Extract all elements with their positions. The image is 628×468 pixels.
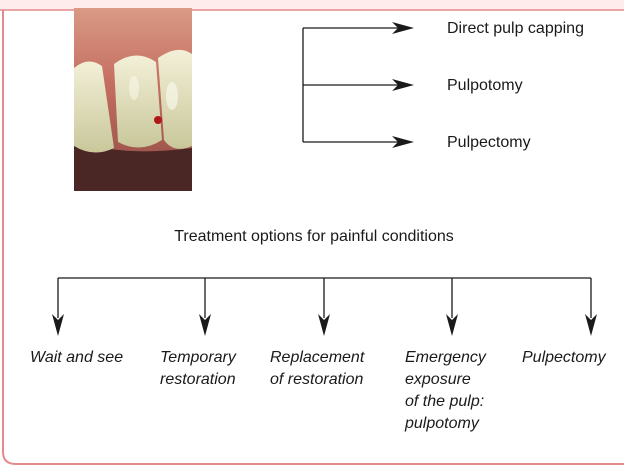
option-text: exposure	[405, 369, 486, 391]
option-text: pulpotomy	[405, 413, 486, 435]
option-emergency-exposure: Emergency exposure of the pulp: pulpotom…	[405, 347, 486, 435]
option-text: of restoration	[270, 369, 364, 391]
option-text: Temporary	[160, 347, 236, 369]
option-text: of the pulp:	[405, 391, 486, 413]
option-text: Wait and see	[30, 347, 123, 369]
option-text: Pulpectomy	[522, 347, 606, 369]
option-wait-and-see: Wait and see	[30, 347, 123, 369]
option-text: Replacement	[270, 347, 364, 369]
option-text: Emergency	[405, 347, 486, 369]
option-replacement-of-restoration: Replacement of restoration	[270, 347, 364, 391]
option-text: restoration	[160, 369, 236, 391]
option-pulpectomy: Pulpectomy	[522, 347, 606, 369]
option-temporary-restoration: Temporary restoration	[160, 347, 236, 391]
